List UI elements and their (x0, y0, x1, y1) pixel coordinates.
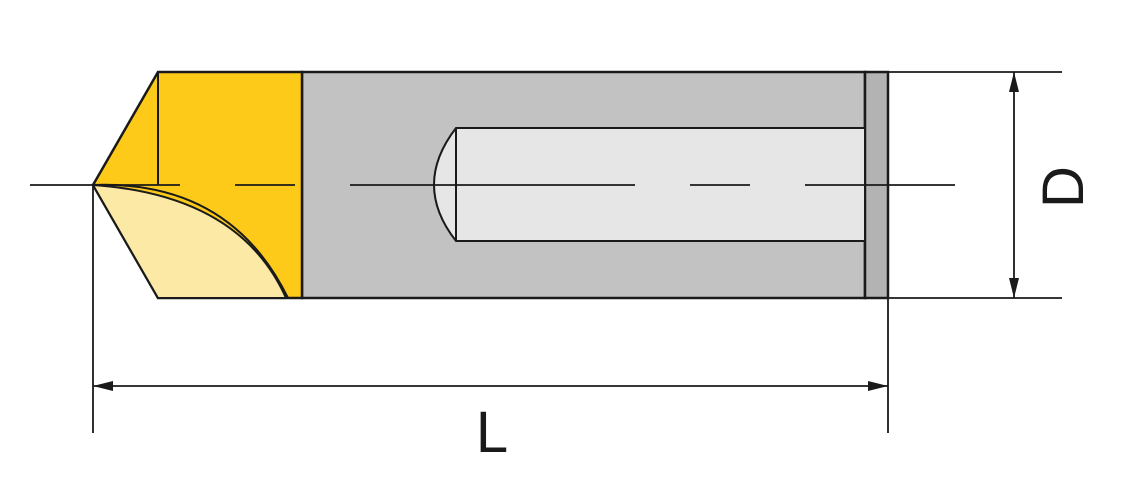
shank-bore (433, 127, 866, 242)
length-label: L (476, 400, 508, 465)
diameter-label: D (1031, 166, 1096, 208)
cutting-face (91, 183, 288, 299)
